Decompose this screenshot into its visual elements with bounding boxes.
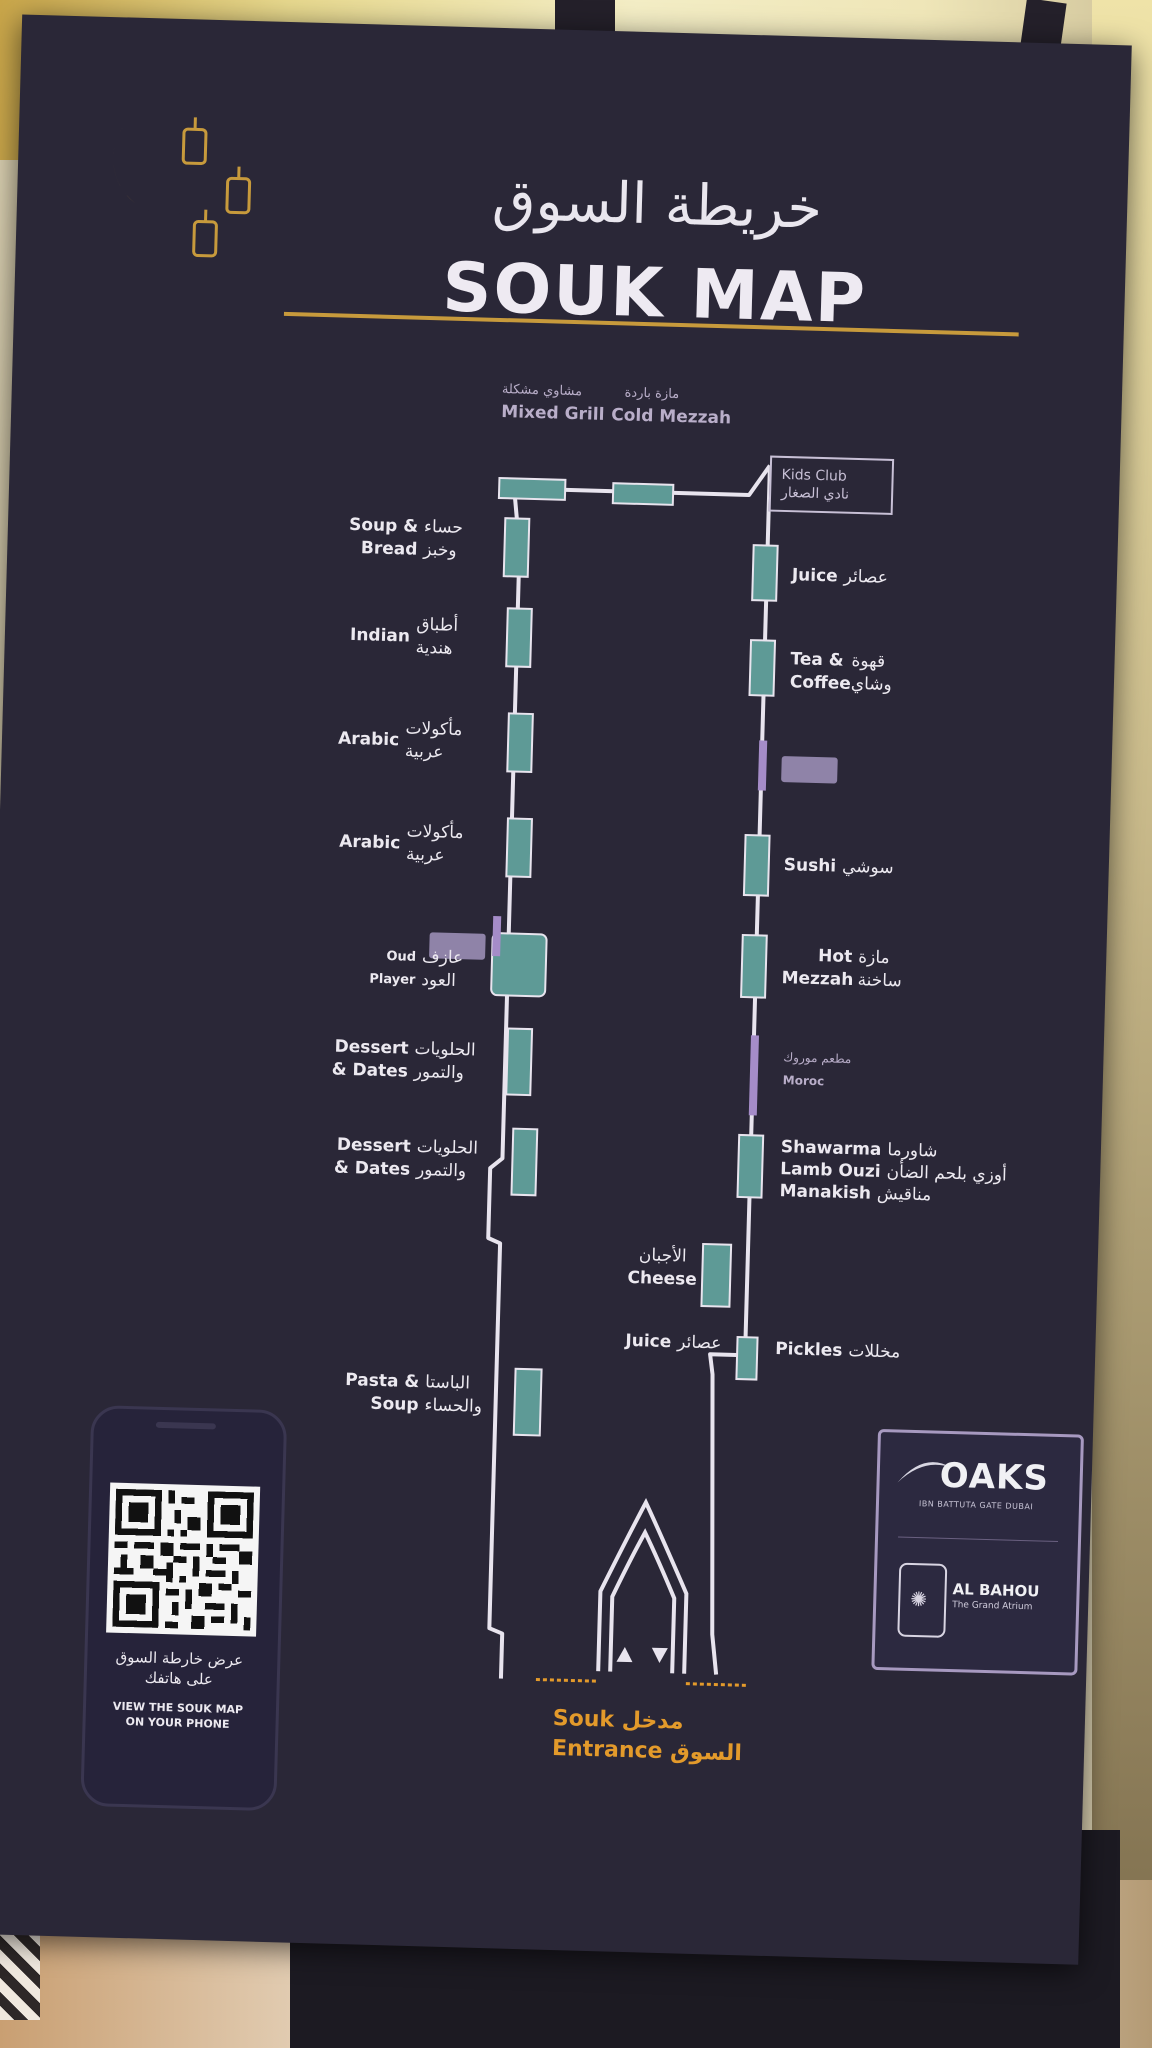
stall-arabic-2 xyxy=(505,817,533,879)
entrance-arch xyxy=(596,1498,689,1674)
label-dessert-dates-2: Dessert & Datesالحلويات والتمور xyxy=(333,1134,479,1182)
oaks-swoosh-icon xyxy=(897,1462,952,1483)
entrance-arrows xyxy=(616,1646,668,1663)
label-moroc: مطعم موروك Moroc xyxy=(782,1050,852,1089)
al-bahou-logo: AL BAHOU xyxy=(952,1580,1040,1601)
entrance-doors xyxy=(535,1677,746,1687)
lantern-icon: ✺ xyxy=(897,1562,948,1638)
souk-map-board: خريطة السوق SOUK MAP xyxy=(0,14,1132,1965)
stall-oud-player xyxy=(490,932,548,998)
stall-cold-mezzah xyxy=(611,482,675,506)
phone-qr-panel: عرض خارطة السوق على هاتفك VIEW THE SOUK … xyxy=(80,1404,288,1812)
stall-juice-right xyxy=(751,544,779,602)
stall-indian xyxy=(505,607,533,668)
souk-entrance-label: Souk مدخل Entrance السوق xyxy=(551,1705,743,1767)
stall-dessert-2 xyxy=(510,1127,539,1197)
stall-tea-coffee xyxy=(748,639,777,697)
logo-divider xyxy=(898,1536,1058,1543)
label-soup-bread: Soup & Breadحساء وخبز xyxy=(348,514,464,561)
oaks-logo: OAKS xyxy=(939,1455,1050,1499)
qr-code-icon xyxy=(112,1488,255,1631)
label-mixed-grill: مشاوي مشكلة Mixed Grill xyxy=(501,382,605,425)
label-oud-player: Oud Playerعازف العود xyxy=(369,947,464,991)
stall-pickles xyxy=(735,1335,759,1381)
label-pasta-soup: Pasta & Soupالباستا والحساء xyxy=(344,1370,483,1417)
label-cold-mezzah: مازة باردة Cold Mezzah xyxy=(610,385,732,429)
qr-caption: VIEW THE SOUK MAP ON YOUR PHONE xyxy=(112,1699,244,1731)
oaks-subtitle: IBN BATTUTA GATE DUBAI xyxy=(918,1499,1034,1512)
stall-hot-mezzah xyxy=(740,933,768,999)
label-tea-coffee: Tea & Coffeeقهوة وشاي xyxy=(789,649,893,696)
stall-shawarma xyxy=(736,1133,765,1199)
label-dessert-dates-1: Dessert & Datesالحلويات والتمور xyxy=(331,1036,476,1084)
stall-soup-bread xyxy=(502,517,531,578)
sponsor-logo-card: OAKS IBN BATTUTA GATE DUBAI ✺ AL BAHOU T… xyxy=(871,1428,1084,1676)
kids-club-box: Kids Club نادي الصغار xyxy=(768,455,895,516)
restroom-icons xyxy=(429,756,838,960)
stall-arabic-1 xyxy=(506,712,534,774)
souk-floor-plan xyxy=(429,464,838,1687)
label-hot-mezzah: Hot Mezzahمازة ساخنة xyxy=(781,946,903,992)
phone-speaker xyxy=(155,1421,216,1430)
al-bahou-subtitle: The Grand Atrium xyxy=(952,1600,1033,1613)
stall-cheese xyxy=(700,1242,733,1308)
label-cheese: الأجبان Cheese xyxy=(627,1245,698,1290)
crescent-lanterns-icon xyxy=(113,109,252,258)
qr-caption-arabic: عرض خارطة السوق على هاتفك xyxy=(115,1647,244,1689)
stall-dessert-1 xyxy=(505,1027,534,1097)
qr-code[interactable] xyxy=(106,1482,261,1637)
stall-sushi xyxy=(742,833,771,897)
restroom-markers xyxy=(492,740,768,1116)
stall-mixed-grill xyxy=(497,476,567,501)
stall-pasta-soup xyxy=(512,1367,543,1437)
